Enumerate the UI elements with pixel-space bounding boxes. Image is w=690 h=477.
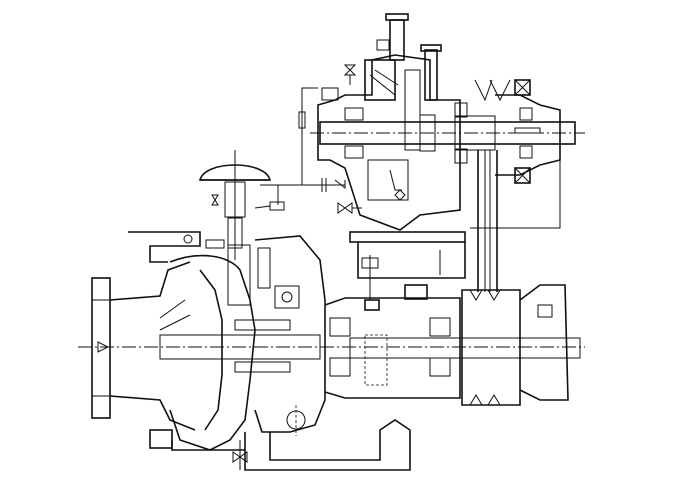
- seal-housing: [227, 235, 326, 436]
- pump-casing: [128, 231, 321, 451]
- drive-belts: [477, 150, 498, 292]
- inlet-flange: [91, 261, 196, 431]
- base-frame: [232, 419, 411, 471]
- lower-pulley: [459, 289, 581, 406]
- upper-shaft: [319, 94, 576, 176]
- control-piping: [254, 64, 362, 214]
- clutch-coils: [470, 79, 561, 229]
- gearbox-housing: [317, 13, 461, 231]
- valve-actuator: [198, 150, 272, 260]
- motor-end: [519, 284, 569, 401]
- gearbox-support-plate: [349, 231, 466, 300]
- bearing-housing: [324, 284, 461, 399]
